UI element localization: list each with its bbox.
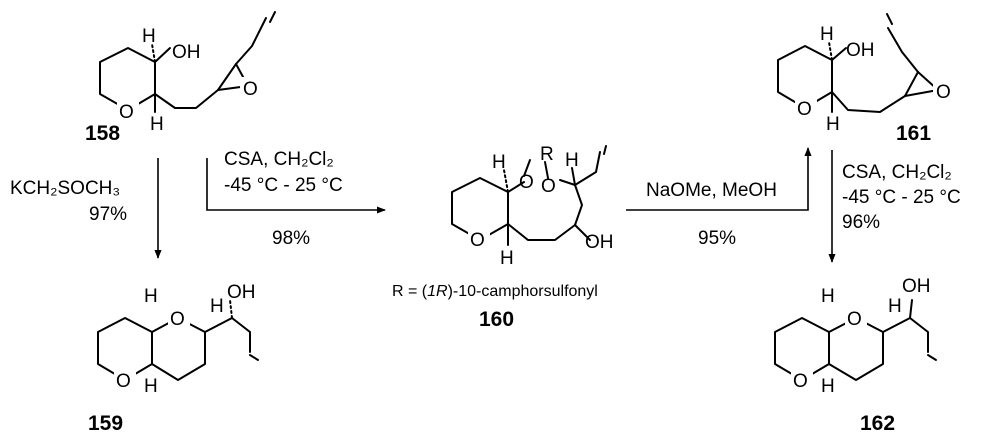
hydroxyl-label: OH [172,42,201,63]
hydrogen-label: H [821,376,835,397]
hydrogen-label: H [821,286,835,307]
hydroxyl-label: OH [846,40,875,61]
arrow-158-to-160 [206,158,386,214]
hydrogen-label: H [150,114,164,135]
ring-oxygen-label: O [797,99,812,120]
ring-oxygen-label: O [470,230,485,251]
condition-b-yield: 98% [272,228,310,249]
hydrogen-label: H [565,150,579,171]
compound-160-label: 160 [479,308,514,331]
compound-162-structure: O O OH H H H [774,276,937,397]
arrow-160-to-161 [626,147,812,211]
epoxide-oxygen-label: O [243,79,258,100]
compound-158-structure: O O OH H H [99,11,276,135]
hydrogen-label: H [492,152,506,173]
condition-a-yield: 97% [89,204,127,225]
hydrogen-label: H [144,376,158,397]
condition-c-yield: 95% [698,228,736,249]
r-definition-stereo: 1R [427,283,448,300]
ring-oxygen-label: O [116,371,131,392]
condition-d-temperature: -45 °C - 25 °C [842,187,961,208]
condition-d-yield: 96% [842,212,880,233]
ether-oxygen-label: O [519,172,534,193]
r-definition-prefix: R = ( [392,283,428,300]
hydrogen-label: H [500,248,514,269]
r-group-label: R [540,144,554,165]
hydroxyl-label: OH [902,276,931,297]
condition-c-reagent: NaOMe, MeOH [646,180,777,201]
ring-oxygen-label: O [793,371,808,392]
hydrogen-label: H [820,24,834,45]
r-definition-suffix: )-10-camphorsulfonyl [448,283,598,300]
compound-161-structure: O O OH H H [777,13,953,135]
r-group-definition: R = (1R)-10-camphorsulfonyl [392,283,598,300]
compound-159-label: 159 [88,412,123,435]
condition-d-reagent: CSA, CH₂Cl₂ [842,162,952,183]
hydrogen-label: H [210,296,224,317]
ring-oxygen-label: O [119,102,134,123]
ring-oxygen-label: O [847,309,862,330]
hydrogen-label: H [888,296,902,317]
hydroxyl-label: OH [227,282,256,303]
compound-160-structure: O O O R OH H H H [451,144,614,269]
compound-159-structure: O O OH H H H [97,282,259,397]
hydrogen-label: H [142,26,156,47]
compound-161-label: 161 [896,122,931,145]
hydrogen-label: H [826,114,840,135]
compound-162-label: 162 [860,412,895,435]
ring-oxygen-label: O [170,309,185,330]
condition-b-reagent: CSA, CH₂Cl₂ [224,149,334,170]
condition-a-reagent: KCH₂SOCH₃ [10,178,120,199]
epoxide-oxygen-label: O [936,82,951,103]
hydrogen-label: H [144,286,158,307]
ester-oxygen-label: O [541,176,556,197]
hydroxyl-label: OH [585,232,614,253]
condition-b-temperature: -45 °C - 25 °C [224,175,343,196]
compound-158-label: 158 [85,122,120,145]
